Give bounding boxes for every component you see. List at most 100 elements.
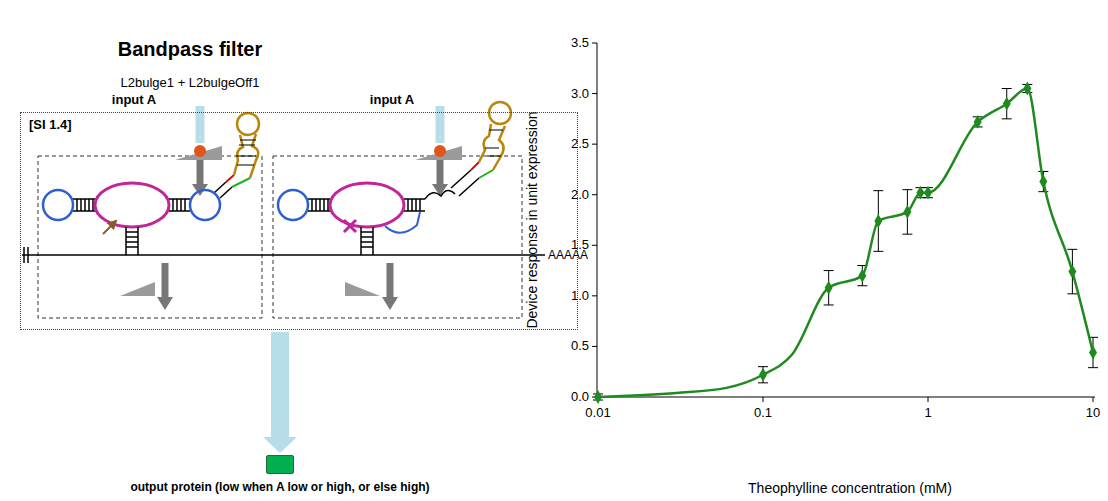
data-marker [874,214,882,228]
ribozyme [489,102,511,124]
subtitle: L2bulge1 + L2bulgeOff1 [121,75,260,90]
aptamer [190,190,220,220]
ribozyme [404,199,425,211]
tick-label: 3.5 [571,35,589,50]
grey-arrow [382,297,398,310]
error-bar [902,190,912,235]
ramp-wedge [120,282,155,296]
data-marker [924,186,932,200]
tick-label: 10 [1086,405,1100,420]
aptamer [237,113,259,135]
input-label: input A [370,92,414,107]
x-tick [928,397,929,402]
axis-title: Theophylline concentration (mM) [748,480,952,496]
ribozyme [485,130,503,156]
error-bar [1002,89,1012,119]
ribozyme [126,227,138,255]
tick-label: 1.5 [571,237,589,252]
y-tick [592,245,597,246]
data-marker [594,390,602,404]
x-tick [1093,397,1094,402]
response-curve [598,89,1093,397]
ribozyme [451,170,479,196]
tick-label: 0.01 [585,405,610,420]
x-tick [763,397,764,402]
reference-label: [SI 1.4] [29,117,569,132]
blocked-cleavage-mark [344,220,356,232]
arrow-head [263,437,297,453]
ribozyme [43,175,250,255]
grey-arrow [197,160,204,185]
ribozyme [226,175,234,182]
tick-label: 3.0 [571,86,589,101]
ribozyme [169,199,190,211]
ribozyme [95,183,169,227]
data-marker [916,186,924,200]
ribozyme [278,190,308,220]
grey-arrow [157,297,173,310]
ramp-wedge [415,146,462,160]
data-marker [1003,97,1011,111]
mrna-cap [27,247,29,263]
ribozyme [479,170,493,178]
error-bar [1038,171,1048,191]
ribozyme [73,199,95,211]
ramp-wedge [175,146,222,160]
tick-label: 2.0 [571,187,589,202]
protein-swatch [266,455,294,474]
ligand-dot [194,145,206,157]
aptamer [190,113,259,220]
data-marker [1068,265,1076,279]
data-marker [825,281,833,295]
ribozyme [479,124,505,170]
error-bar [758,367,768,383]
ribozyme [220,187,232,198]
data-marker [1039,175,1047,189]
y-tick [592,295,597,296]
data-marker [974,115,982,129]
ribozyme [232,178,250,187]
mrna-line [22,254,545,256]
y-tick [592,346,597,347]
y-axis [597,43,598,397]
arrow-shaft [271,332,289,437]
error-bar [873,191,883,252]
y-tick [592,144,597,145]
device-frame: [SI 1.4] [20,112,578,330]
figure-title: Bandpass filter [118,38,262,61]
input-label: input A [112,92,156,107]
y-tick [592,93,597,94]
ramp-wedge [345,282,380,296]
device-box [38,156,262,318]
ribozyme [43,190,73,220]
y-tick [592,194,597,195]
grey-arrow [162,263,169,298]
data-marker [1089,346,1097,360]
ligand-dot [434,145,446,157]
device-box [273,156,522,318]
tick-label: 1 [924,405,931,420]
aptamer [234,134,258,178]
cleavage-arrow [103,221,116,234]
tick-label: 0.5 [571,338,589,353]
ribozyme [278,102,511,255]
y-tick [592,43,597,44]
output-arrow [263,332,297,453]
output-protein: output protein (low when A low or high, … [100,455,460,499]
ribozyme [425,190,455,199]
ribozyme [330,183,404,227]
ribozyme [214,182,226,193]
output-label: output protein (low when A low or high, … [100,480,460,494]
tick-label: 0.1 [754,405,772,420]
data-marker [759,368,767,382]
axis-title: Device response in unit expression [524,111,540,328]
x-axis [597,397,1095,398]
aptamer [236,140,256,165]
grey-arrow [387,263,394,298]
tick-label: 1.0 [571,288,589,303]
error-bar [824,271,834,305]
data-marker [858,269,866,283]
ribozyme [385,212,420,233]
mrna-cap [23,247,25,263]
